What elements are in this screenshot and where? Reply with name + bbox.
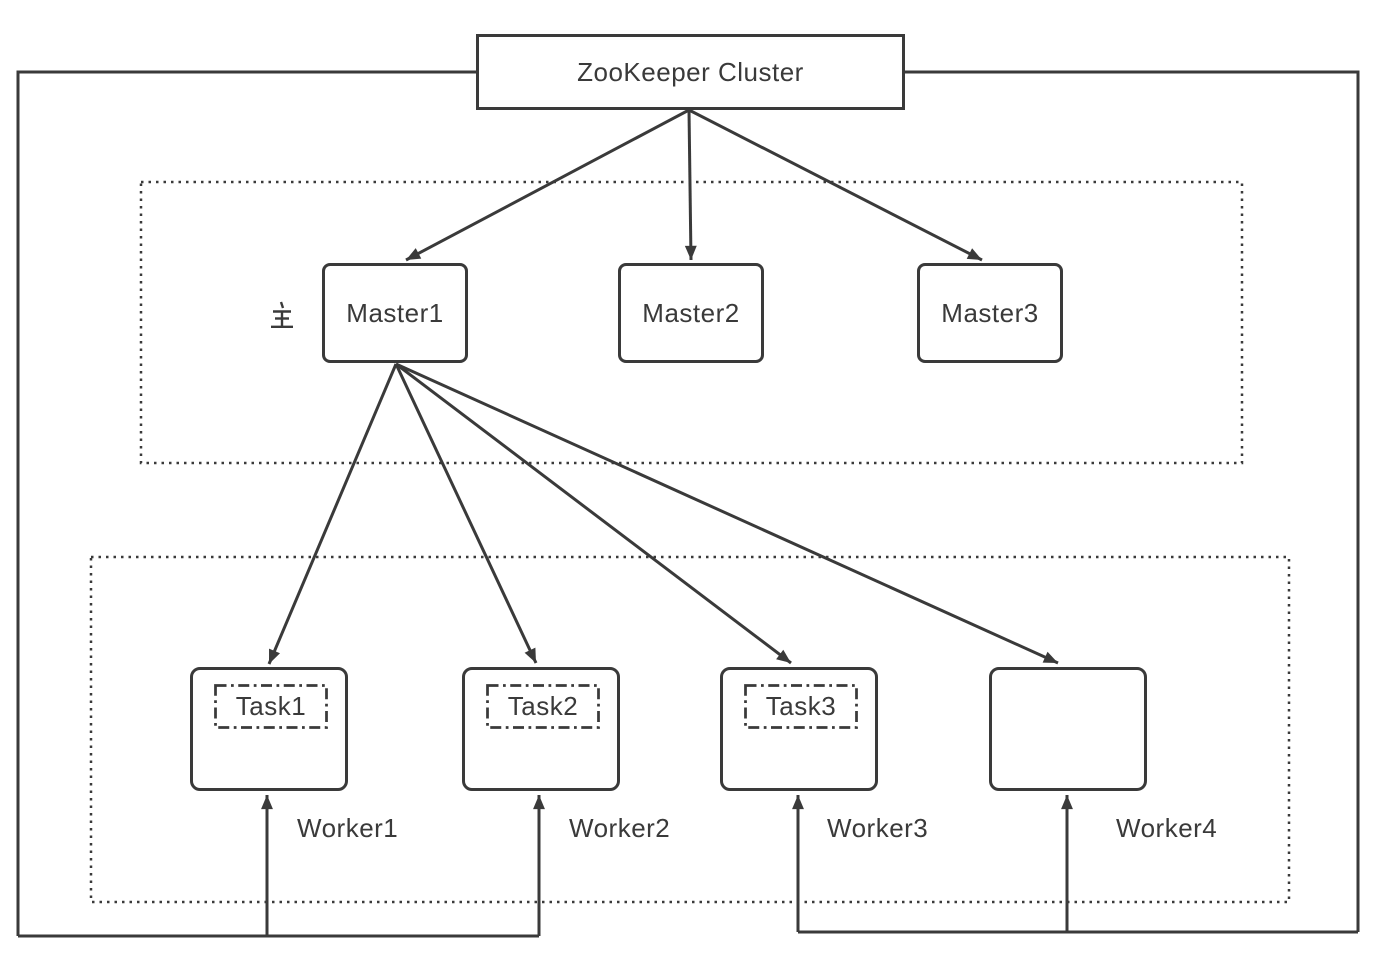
master1-to-worker1-arrow [267,363,398,665]
leader-marker-glyph [271,301,293,328]
task1-label: Task1 [235,691,307,721]
master2-box: Master2 [618,263,764,363]
worker1-box: Task1 [190,667,348,791]
task3-label: Task3 [765,691,837,721]
zookeeper-cluster-label: ZooKeeper Cluster [577,56,804,87]
master3-box: Master3 [917,263,1063,363]
outer-border-top-sides [16,70,1360,936]
zk-to-master2-arrow [684,109,697,261]
outer-border [16,70,1360,938]
task3-border [744,684,858,729]
worker4-box [989,667,1147,791]
zookeeper-cluster-box: ZooKeeper Cluster [476,34,905,110]
zk-to-master1-arrow [405,108,690,262]
task2-label: Task2 [507,691,579,721]
task2-border [486,684,600,729]
master1-to-worker4-arrow [395,362,1059,665]
worker2-box: Task2 [462,667,620,791]
worker4-label: Worker4 [1116,813,1218,843]
master1-to-worker2-arrow [394,363,538,664]
worker3-box: Task3 [720,667,878,791]
leader-marker [268,301,296,329]
master1-box: Master1 [322,263,468,363]
master3-label: Master3 [941,297,1039,328]
master1-label: Master1 [346,297,444,328]
task2-box: Task2 [486,684,600,729]
master1-to-worker3-arrow [395,362,792,665]
task3-box: Task3 [744,684,858,729]
task1-border [214,684,328,729]
worker3-label: Worker3 [827,813,929,843]
task1-box: Task1 [214,684,328,729]
zk-to-master3-arrow [688,108,983,262]
worker1-label: Worker1 [297,813,399,843]
master2-label: Master2 [642,297,740,328]
worker2-label: Worker2 [569,813,671,843]
